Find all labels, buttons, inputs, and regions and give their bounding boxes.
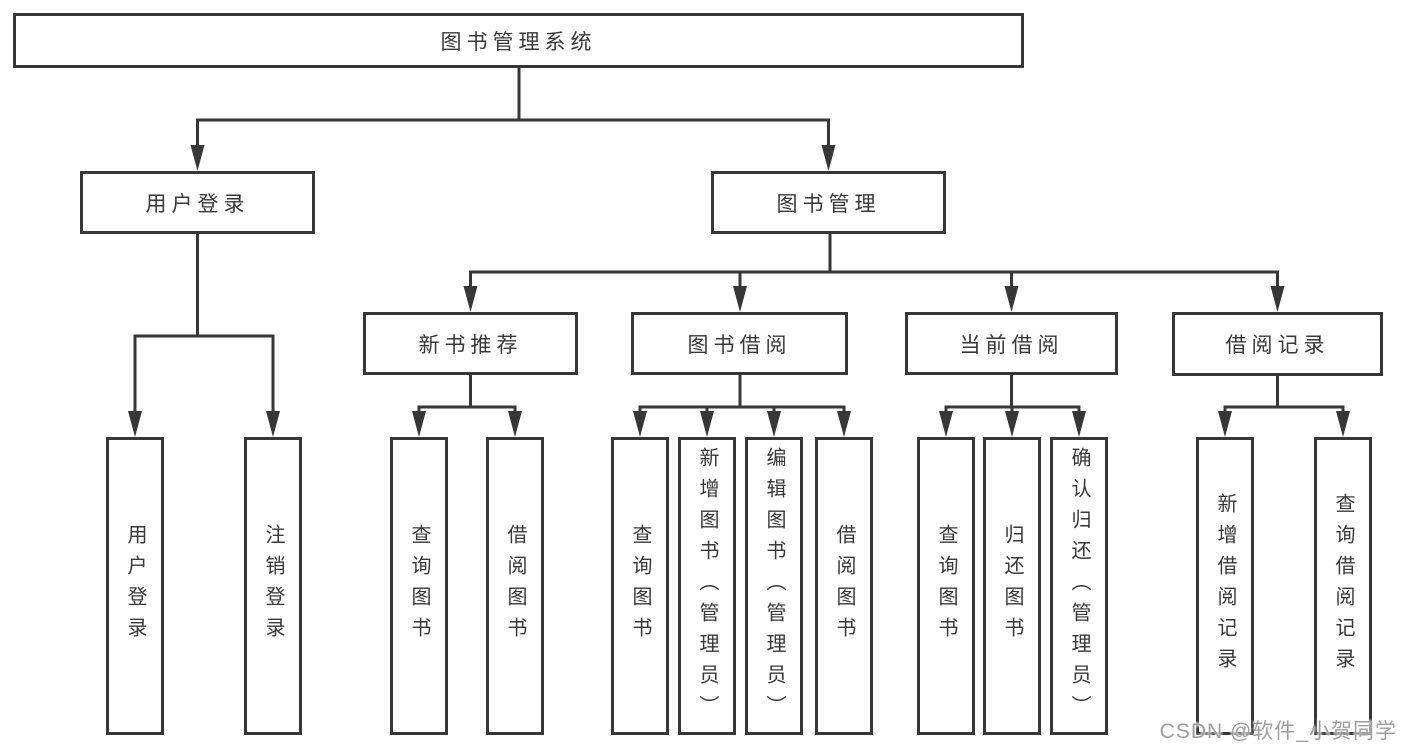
leaf-query-books-current-label: 查询图书 — [935, 524, 957, 648]
watermark-text: CSDN @软件_小贺同学 — [1159, 720, 1397, 743]
leaf-edit-book-admin: 编辑图书（管理员） — [745, 437, 803, 735]
leaf-confirm-return-admin-label: 确认归还（管理员） — [1068, 446, 1090, 726]
leaf-logout: 注销登录 — [244, 437, 302, 735]
leaf-return-book: 归还图书 — [983, 437, 1041, 735]
edges-root — [190, 68, 836, 171]
node-new-book-recommend: 新书推荐 — [363, 312, 578, 375]
edges-borrow-records — [1218, 376, 1350, 437]
edges-new-book-recommend — [412, 375, 522, 437]
leaf-borrow-books: 借阅图书 — [815, 437, 873, 735]
leaf-borrow-books-label: 借阅图书 — [833, 524, 855, 648]
leaf-borrow-books-recommend-label: 借阅图书 — [504, 524, 526, 648]
leaf-add-book-admin-label: 新增图书（管理员） — [696, 446, 718, 726]
edges-book-borrow — [633, 375, 851, 437]
node-user-login: 用户登录 — [80, 171, 315, 234]
leaf-add-borrow-record: 新增借阅记录 — [1196, 437, 1254, 735]
leaf-return-book-label: 归还图书 — [1001, 524, 1023, 648]
leaf-borrow-books-recommend: 借阅图书 — [486, 437, 544, 735]
leaf-add-book-admin: 新增图书（管理员） — [678, 437, 736, 735]
node-book-management: 图书管理 — [711, 171, 946, 234]
edges-current-borrow — [939, 375, 1086, 437]
edges-user-login — [128, 234, 280, 437]
node-current-borrow: 当前借阅 — [905, 312, 1118, 375]
leaf-add-borrow-record-label: 新增借阅记录 — [1214, 493, 1236, 679]
leaf-logout-label: 注销登录 — [262, 524, 284, 648]
leaf-query-books-current: 查询图书 — [917, 437, 975, 735]
leaf-query-books-borrow-label: 查询图书 — [629, 524, 651, 648]
edges-book-management — [463, 234, 1285, 312]
leaf-edit-book-admin-label: 编辑图书（管理员） — [763, 446, 785, 726]
leaf-query-books-borrow: 查询图书 — [611, 437, 669, 735]
leaf-user-login: 用户登录 — [106, 437, 164, 735]
leaf-confirm-return-admin: 确认归还（管理员） — [1050, 437, 1108, 735]
node-borrow-records: 借阅记录 — [1172, 312, 1383, 376]
leaf-query-books-recommend: 查询图书 — [390, 437, 448, 735]
node-book-management-system: 图书管理系统 — [13, 13, 1024, 68]
leaf-query-borrow-record: 查询借阅记录 — [1314, 437, 1372, 735]
leaf-user-login-label: 用户登录 — [124, 524, 146, 648]
leaf-query-books-recommend-label: 查询图书 — [408, 524, 430, 648]
leaf-query-borrow-record-label: 查询借阅记录 — [1332, 493, 1354, 679]
node-book-borrow: 图书借阅 — [631, 312, 848, 375]
